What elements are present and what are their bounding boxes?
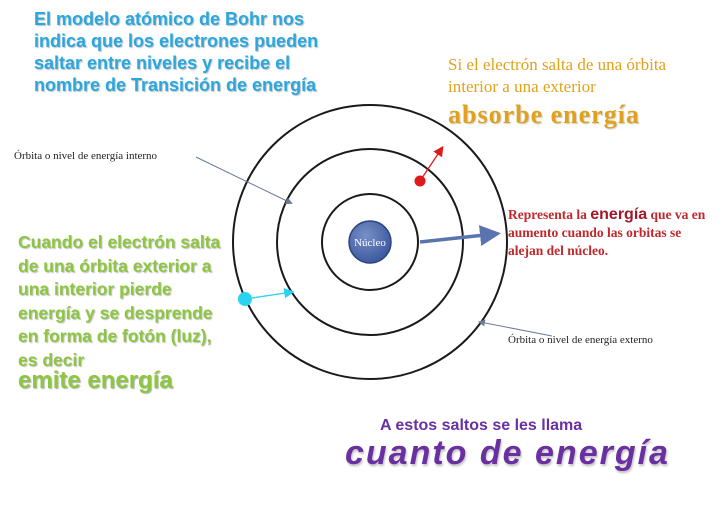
energy-highlight: energía: [590, 206, 648, 223]
represents-after: que va en aumento cuando las orbitas se …: [508, 207, 706, 258]
absorb-energy-title: absorbe energía: [448, 100, 640, 129]
inner-orbit-label: Órbita o nivel de energía interno: [14, 150, 158, 162]
intro-text: El modelo atómico de Bohr nos indica que…: [34, 9, 319, 95]
absorbing-electron: [414, 175, 426, 187]
nucleus-label: Núcleo: [354, 237, 386, 249]
quantum-intro-text: A estos saltos se les llama: [380, 417, 583, 434]
middle-orbit: [276, 148, 464, 336]
emit-description: Cuando el electrón salta de una órbita e…: [18, 232, 221, 370]
inner-orbit: [321, 193, 419, 291]
represents-before: Representa la: [508, 207, 591, 222]
emit-jump-arrow: [251, 288, 295, 299]
inner-orbit-pointer: [195, 156, 293, 204]
outer-orbit-label: Órbita o nivel de energía externo: [508, 334, 653, 346]
emit-energy-title: emite energía: [18, 367, 173, 394]
energy-increase-text: Representa la energía que va en aumento …: [508, 206, 713, 260]
emitting-electron: [238, 292, 252, 306]
outer-orbit-pointer: [478, 319, 553, 337]
outer-orbit: [232, 104, 508, 380]
nucleus: [348, 220, 392, 264]
absorb-jump-arrow: [421, 145, 444, 179]
absorb-description: Si el electrón salta de una órbita inter…: [448, 55, 667, 96]
energy-increase-arrow: [419, 225, 501, 246]
quantum-energy-title: cuanto de energía: [345, 434, 670, 472]
